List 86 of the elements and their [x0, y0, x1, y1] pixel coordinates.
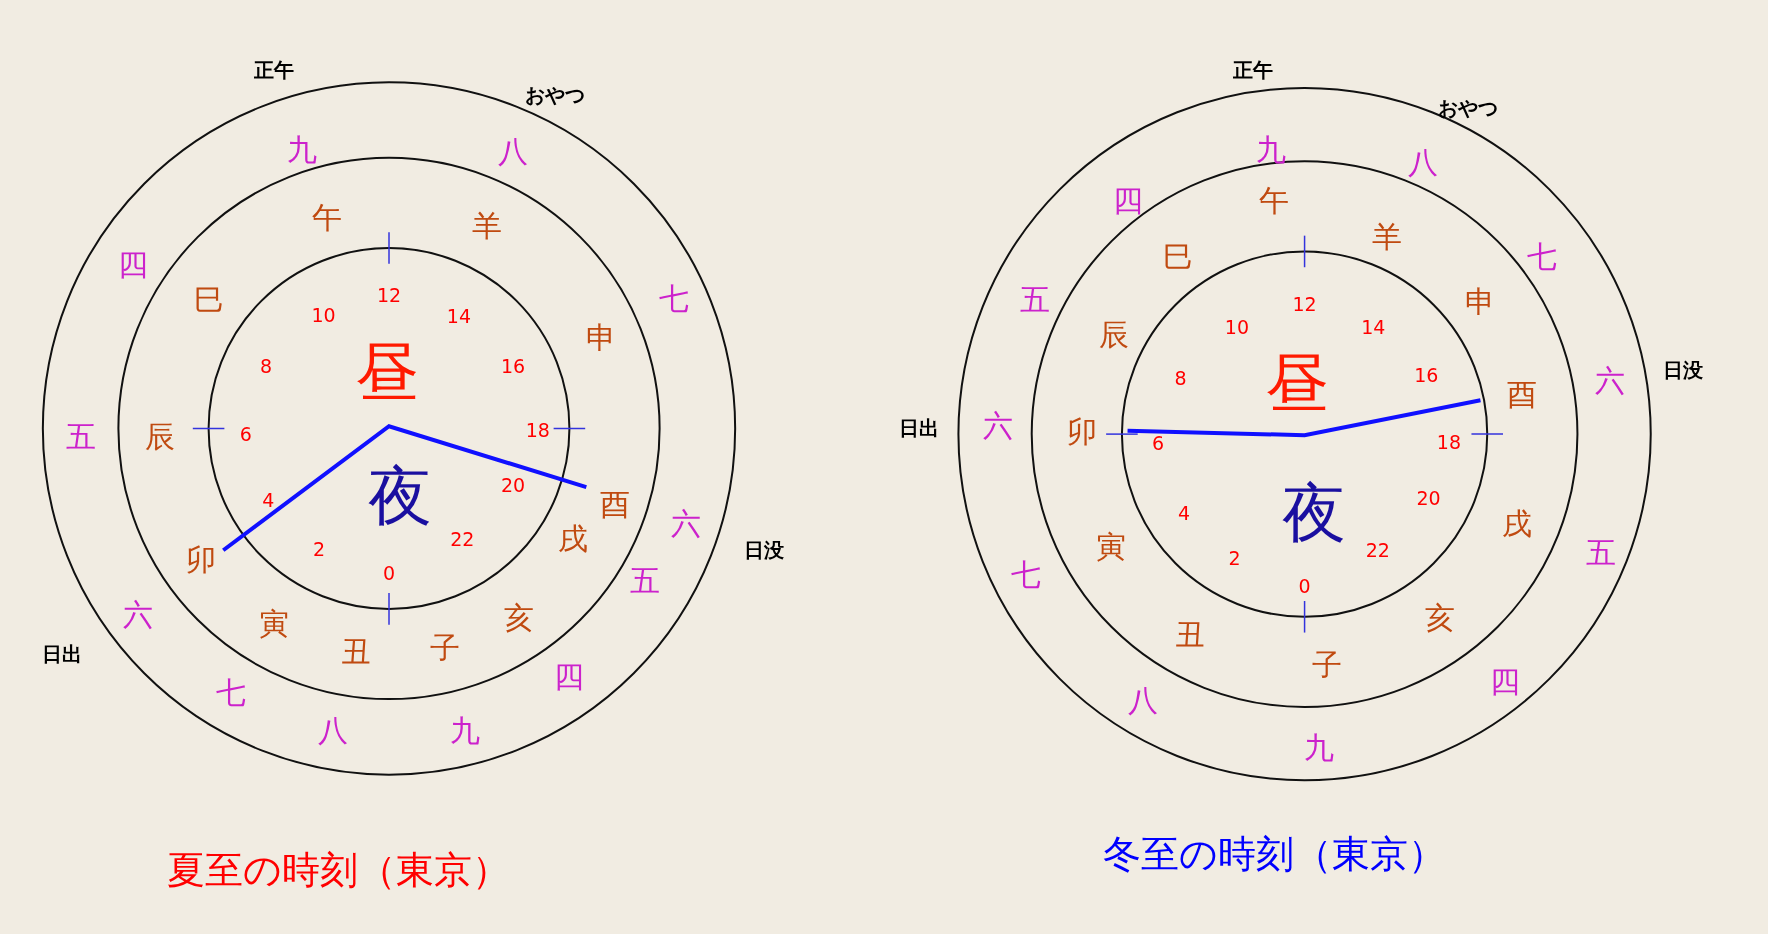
hour-count-numeral: 七 [1011, 560, 1042, 591]
hour-count-numeral: 九 [449, 715, 480, 746]
hour-number: 22 [1365, 540, 1390, 560]
zodiac-hour-character: 亥 [503, 602, 534, 633]
hour-count-numeral: 七 [659, 283, 690, 314]
zodiac-hour-character: 午 [1259, 185, 1290, 216]
time-label: 正午 [1232, 59, 1273, 80]
zodiac-hour-character: 申 [586, 323, 616, 354]
hour-number: 2 [313, 539, 326, 559]
hour-count-numeral: 四 [1490, 667, 1521, 698]
zodiac-hour-character: 丑 [1174, 619, 1205, 650]
hour-number: 14 [446, 306, 471, 326]
hour-count-numeral: 八 [1407, 148, 1438, 179]
zodiac-hour-character: 亥 [1424, 602, 1455, 633]
hour-count-numeral: 六 [1595, 366, 1626, 397]
zodiac-hour-character: 酉 [599, 490, 630, 521]
daytime-character: 昼 [1264, 351, 1329, 416]
hour-count-numeral: 八 [498, 137, 529, 168]
zodiac-hour-character: 子 [430, 633, 461, 664]
hour-count-numeral: 四 [554, 661, 585, 692]
hour-number: 2 [1228, 548, 1241, 568]
zodiac-hour-character: 寅 [259, 608, 289, 639]
hour-number: 20 [1416, 488, 1441, 508]
hour-count-numeral: 四 [1112, 185, 1143, 216]
hour-number: 0 [1298, 576, 1311, 596]
caption: 夏至の時刻（東京） [166, 851, 510, 890]
hour-number: 18 [1436, 432, 1461, 452]
zodiac-hour-character: 卯 [185, 545, 216, 576]
hour-number: 10 [1224, 317, 1249, 337]
time-label: 日出 [898, 418, 939, 439]
time-label: おやつ [1438, 98, 1499, 119]
zodiac-hour-character: 寅 [1095, 531, 1126, 562]
zodiac-hour-character: 酉 [1507, 379, 1538, 410]
night-character: 夜 [1281, 481, 1346, 546]
zodiac-hour-character: 羊 [1371, 221, 1402, 252]
hour-number: 18 [525, 420, 550, 440]
hour-number: 8 [260, 356, 273, 376]
hour-count-numeral: 五 [1020, 284, 1051, 315]
hour-number: 10 [311, 305, 336, 325]
hour-count-numeral: 六 [122, 599, 153, 630]
hour-number: 20 [500, 475, 526, 495]
hour-count-numeral: 九 [1255, 134, 1286, 165]
hour-count-numeral: 七 [216, 678, 247, 709]
hour-number: 8 [1174, 368, 1187, 388]
time-label: 日出 [42, 643, 82, 664]
zodiac-hour-character: 辰 [1099, 319, 1129, 350]
time-label: 日没 [744, 540, 785, 561]
hour-number: 0 [382, 563, 396, 583]
zodiac-hour-character: 卯 [1067, 416, 1098, 447]
hour-count-numeral: 九 [287, 134, 318, 165]
hour-count-numeral: 八 [1128, 686, 1159, 717]
zodiac-hour-character: 巳 [1163, 242, 1194, 273]
time-label: 正午 [254, 59, 294, 80]
time-label: 日没 [1663, 359, 1704, 380]
hour-number: 22 [450, 529, 475, 549]
hour-number: 16 [500, 356, 526, 376]
zodiac-hour-character: 申 [1465, 287, 1496, 318]
hour-number: 14 [1361, 317, 1386, 337]
hour-number: 6 [239, 424, 252, 444]
daytime-character: 昼 [354, 340, 419, 405]
zodiac-hour-character: 辰 [145, 422, 176, 453]
hour-count-numeral: 五 [1586, 537, 1617, 568]
hour-count-numeral: 五 [66, 422, 97, 453]
hour-number: 12 [1292, 294, 1317, 314]
hour-count-numeral: 七 [1527, 242, 1558, 273]
zodiac-hour-character: 戌 [1501, 509, 1532, 540]
caption: 冬至の時刻（東京） [1102, 834, 1446, 873]
zodiac-hour-character: 丑 [341, 636, 372, 667]
hour-count-numeral: 六 [982, 411, 1013, 442]
zodiac-hour-character: 羊 [472, 210, 503, 241]
zodiac-hour-character: 戌 [557, 523, 588, 554]
zodiac-hour-character: 巳 [193, 284, 224, 315]
hour-number: 4 [262, 490, 275, 509]
hour-number: 4 [1177, 503, 1190, 523]
hour-count-numeral: 九 [1304, 732, 1335, 763]
time-label: おやつ [524, 84, 585, 105]
hour-number: 6 [1151, 433, 1165, 453]
hour-number: 12 [376, 285, 402, 305]
hour-count-numeral: 六 [670, 509, 701, 540]
hour-count-numeral: 五 [629, 565, 660, 596]
hour-count-numeral: 八 [317, 715, 348, 746]
hour-count-numeral: 四 [118, 249, 149, 280]
night-character: 夜 [368, 464, 433, 529]
zodiac-hour-character: 午 [312, 202, 342, 233]
hour-number: 16 [1414, 365, 1439, 385]
zodiac-hour-character: 子 [1312, 650, 1343, 681]
